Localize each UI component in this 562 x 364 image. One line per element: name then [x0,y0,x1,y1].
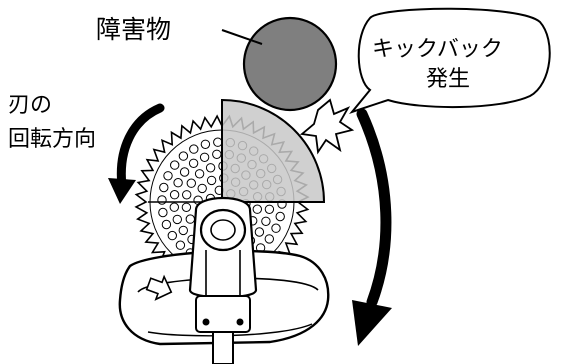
blade-hole [173,178,183,188]
rotation-label-line2: 回転方向 [8,127,96,152]
blade-hole [178,151,189,161]
rotation-label-line1: 刃の [8,93,52,118]
blade-hole [158,207,168,218]
kickback-label-line1: キックバック [372,37,503,62]
blade-hole [163,171,173,181]
blade-hole [161,219,172,230]
impact-burst-icon [299,98,355,155]
blade-hole [199,152,210,163]
blade-hole [157,195,167,205]
blade-hole [188,158,199,169]
blade-hole [169,202,180,212]
kickback-arrow-icon [352,108,392,346]
blade-hole [264,234,274,244]
blade-hole [182,190,192,200]
blade-hole [197,183,207,194]
blade-hole [179,167,190,177]
blade-hole [271,223,281,233]
blade-hole [206,175,217,186]
blade-hole [261,216,271,227]
blade-hole [167,230,178,241]
blade-hole [181,202,192,213]
obstacle [242,16,338,112]
obstacle-label: 障害物 [96,15,171,44]
rotation-arrow-icon [108,103,165,204]
blade-hole [200,139,211,150]
kickback-zone [221,98,326,203]
blade-hole [212,149,222,160]
kickback-label-line2: 発生 [426,67,470,92]
blade-hole [205,163,216,173]
blade-hole [185,214,196,224]
blade-hole [213,137,223,147]
blade-hole [254,227,265,237]
blade-hole [169,190,180,200]
blade-hole [194,169,205,179]
blade-hole [252,204,262,214]
blade-hole [275,211,285,222]
obstacle-leader-line [221,29,263,45]
blade-hole [178,225,189,236]
blade-hole [175,240,186,250]
blade-hole [159,182,169,193]
blade-hole [264,204,275,215]
blade-hole [170,160,180,170]
kickback-speech-bubble [349,7,551,115]
blade-hole [189,144,199,154]
trimmer-shaft [212,331,234,364]
blade-hole [186,178,197,188]
blade-hole [172,214,183,225]
guard-direction-arrow-icon [145,274,173,301]
gear-head [188,196,258,333]
